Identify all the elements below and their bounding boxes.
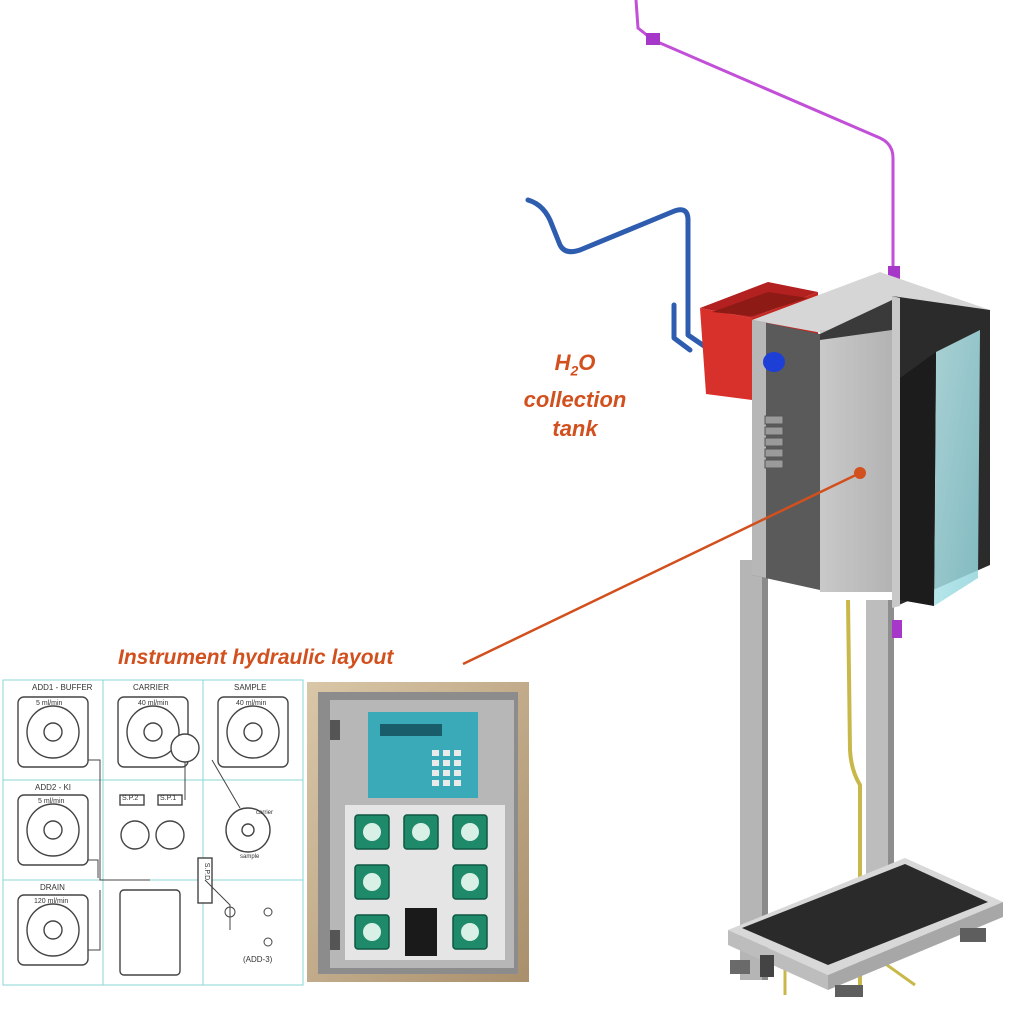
purple-valve <box>892 620 902 638</box>
hydraulic-schematic <box>2 679 304 986</box>
schematic-add2-rate: 5 ml/min <box>38 798 65 805</box>
schematic-spd: S.P.D <box>203 862 211 881</box>
cabinet-blue-knob-icon <box>763 352 785 372</box>
schematic-add1-rate: 5 ml/min <box>36 700 63 707</box>
blue-pipe <box>525 197 731 353</box>
schematic-valve-sample: sample <box>240 854 260 860</box>
instrument-photo <box>307 682 529 982</box>
tank-formula-o: O <box>578 350 596 375</box>
instrument-cabinet <box>752 272 990 608</box>
schematic-sample: SAMPLE <box>234 683 267 692</box>
schematic-sample-rate: 40 ml/min <box>236 700 267 707</box>
pointer-dot-icon <box>854 467 866 479</box>
schematic-add1: ADD1 - BUFFER <box>32 683 93 692</box>
schematic-drain: DRAIN <box>40 883 65 892</box>
tank-label-line2: collection <box>523 387 627 413</box>
cabinet-buttons <box>764 415 784 469</box>
stand-legs <box>740 560 894 980</box>
yellow-pipe <box>846 599 862 990</box>
schematic-add3: (ADD-3) <box>243 955 273 964</box>
schematic-drain-rate: 120 ml/min <box>34 898 69 905</box>
schematic-valve-carrier: carrier <box>256 810 274 816</box>
tank-label: H2O collection tank <box>500 348 650 443</box>
tank-label-line3: tank <box>552 416 598 442</box>
tank-formula-h: H <box>554 350 571 375</box>
leader-line <box>462 471 861 666</box>
schematic-add2: ADD2 - KI <box>35 783 72 792</box>
schematic-sp1: S.P.1 <box>160 795 177 802</box>
hydraulic-layout-label: Instrument hydraulic layout <box>118 646 394 669</box>
drip-tray <box>728 858 1003 997</box>
schematic-carrier-rate: 40 ml/min <box>138 700 169 707</box>
schematic-sp2: S.P.2 <box>122 795 139 802</box>
schematic-carrier: CARRIER <box>133 683 170 692</box>
pipe-fitting-top <box>646 33 660 45</box>
tank-formula-subscript: 2 <box>570 362 579 379</box>
